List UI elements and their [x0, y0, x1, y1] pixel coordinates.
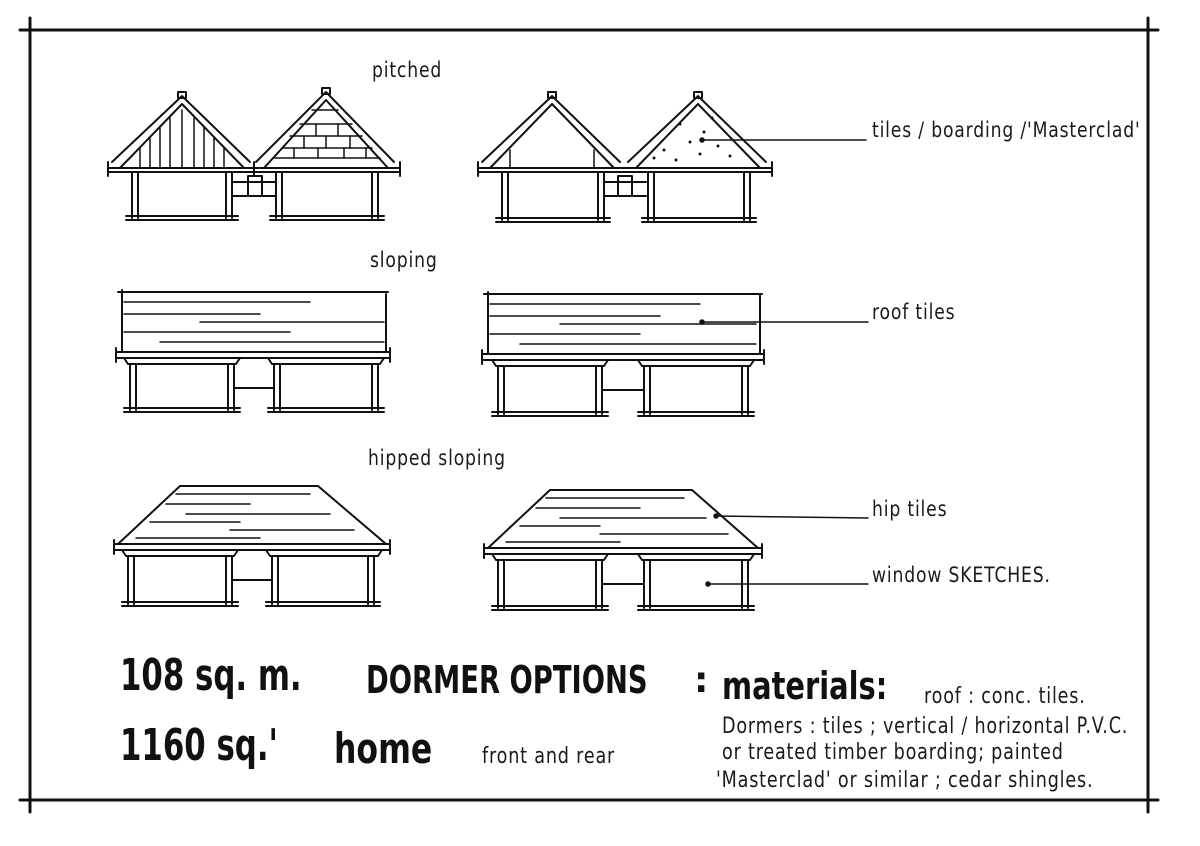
callout-roof-tiles: roof tiles	[872, 300, 956, 324]
area-imperial: 1160 sq.'	[120, 720, 278, 771]
materials-roof: roof : conc. tiles.	[924, 684, 1086, 709]
title-dormer-options: DORMER OPTIONS	[366, 658, 648, 702]
hipped-dormer-right	[483, 489, 763, 611]
title-colon: :	[694, 660, 709, 701]
callout-hip-tiles: hip tiles	[872, 497, 948, 521]
materials-line-3: 'Masterclad' or similar ; cedar shingles…	[716, 768, 1094, 793]
section-label-sloping: sloping	[370, 248, 438, 272]
hipped-dormer-left	[113, 485, 391, 607]
sloping-dormer-left	[115, 289, 391, 413]
tile-stipple	[652, 116, 732, 162]
pitched-dormer-pair-right	[477, 91, 773, 223]
section-label-pitched: pitched	[372, 58, 443, 82]
section-label-hipped-sloping: hipped sloping	[368, 446, 506, 470]
sloping-dormer-right	[481, 291, 765, 417]
pitched-dormer-pair-left	[107, 87, 401, 221]
leader-lines	[699, 137, 869, 587]
materials-line-1: Dormers : tiles ; vertical / horizontal …	[722, 714, 1129, 739]
materials-line-2: or treated timber boarding; painted	[722, 740, 1064, 765]
callout-tiles-boarding-masterclad: tiles / boarding /'Masterclad'	[872, 118, 1141, 142]
border-frame	[18, 16, 1160, 814]
area-metric: 108 sq. m.	[120, 650, 302, 701]
title-home: home	[334, 724, 433, 773]
materials-label: materials:	[722, 664, 888, 708]
front-and-rear: front and rear	[482, 744, 616, 769]
callout-window-sketches: window SKETCHES.	[872, 563, 1051, 587]
